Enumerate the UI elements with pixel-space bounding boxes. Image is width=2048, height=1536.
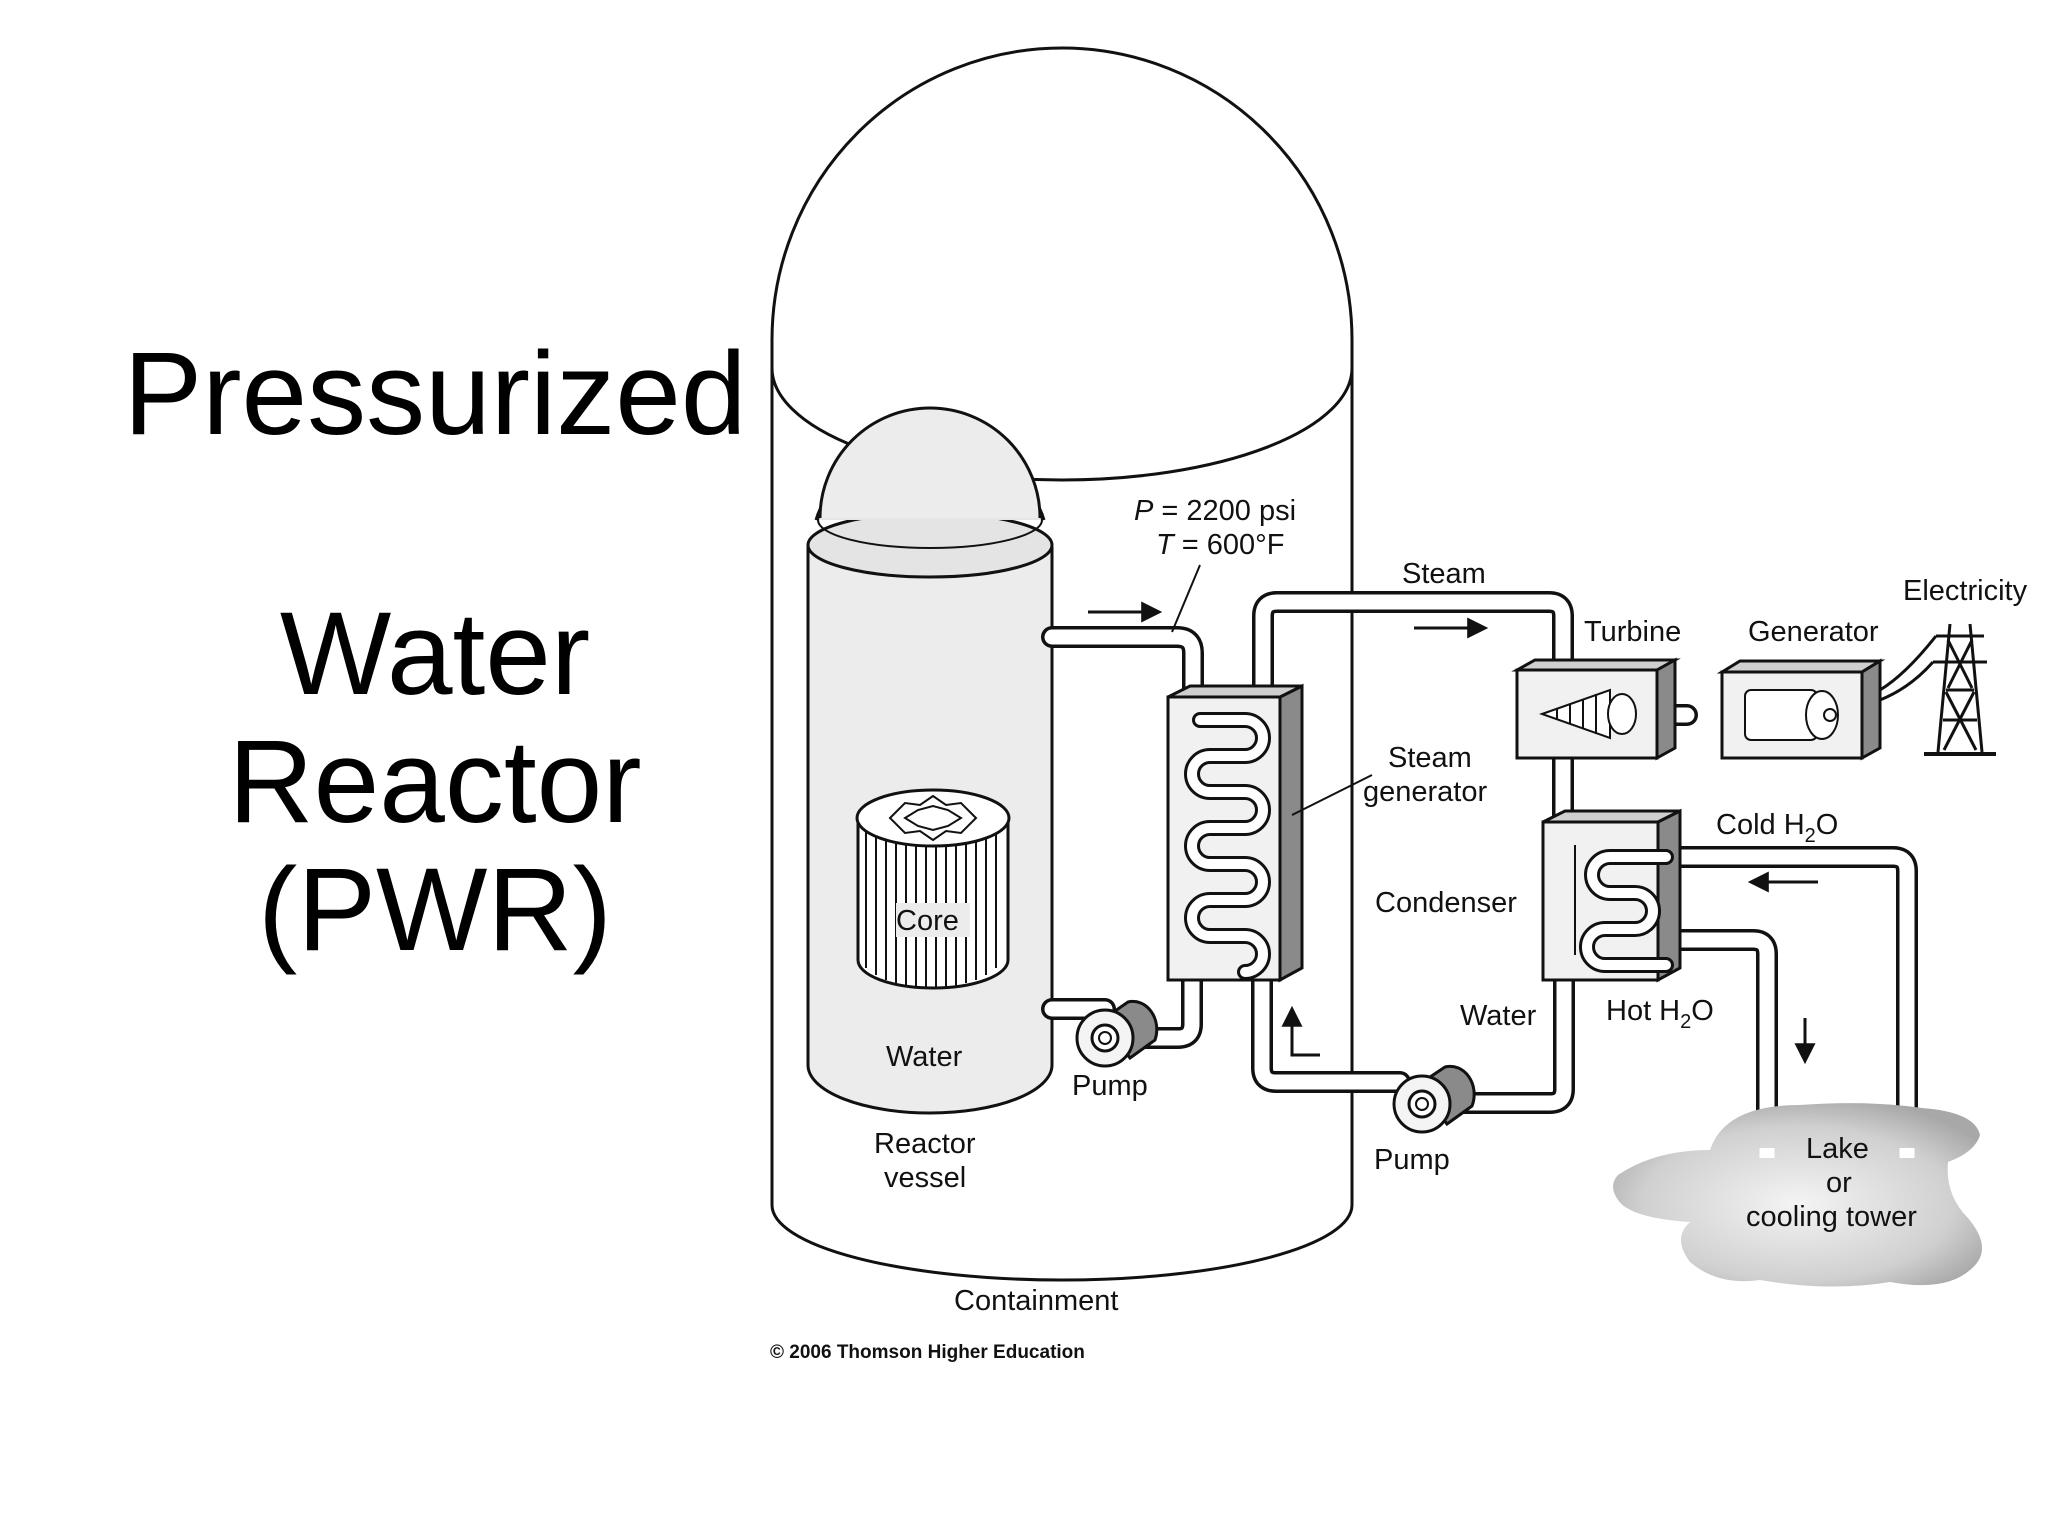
turbine <box>1511 657 1681 761</box>
primary-pump-label: Pump <box>1072 1070 1148 1102</box>
steam-generator <box>1166 683 1304 983</box>
pressure-label: P = 2200 psi <box>1134 495 1296 527</box>
reactor-core <box>855 788 1011 990</box>
steam-generator-leader-line <box>1291 774 1373 816</box>
secondary-water-label: Water <box>1460 1000 1537 1032</box>
cold-water-label: Cold H2O <box>1716 809 1838 847</box>
steam-label: Steam <box>1402 558 1486 590</box>
copyright-notice: © 2006 Thomson Higher Education <box>770 1342 1085 1363</box>
title-line-pwr: (PWR) <box>258 844 612 976</box>
primary-loop-pipes <box>1041 626 1204 1049</box>
title-line-pressurized: Pressurized <box>123 328 747 460</box>
secondary-loop-pipes <box>1251 591 1698 1114</box>
title-line-reactor: Reactor <box>228 716 642 848</box>
lake-cooling-tower <box>1613 1103 1983 1287</box>
condenser-label: Condenser <box>1375 887 1517 919</box>
condenser <box>1541 808 1682 983</box>
pt-leader-line <box>1171 564 1201 633</box>
lake-label-line2: or <box>1826 1167 1852 1199</box>
lake-label-line3: cooling tower <box>1746 1201 1917 1233</box>
containment-label: Containment <box>954 1285 1118 1317</box>
generator <box>1716 658 1886 761</box>
hot-water-label: Hot H2O <box>1606 995 1714 1033</box>
cooling-water-pipes <box>1662 846 1918 1164</box>
electricity-label: Electricity <box>1903 575 2028 607</box>
reactor-water-label: Water <box>886 1041 963 1073</box>
title-line-water: Water <box>279 588 591 720</box>
generator-label: Generator <box>1748 616 1879 648</box>
core-label: Core <box>896 905 959 937</box>
reactor-vessel-label-line1: Reactor <box>874 1128 976 1160</box>
flow-arrows <box>1088 601 1818 1065</box>
secondary-pump-label: Pump <box>1374 1144 1450 1176</box>
primary-pump <box>1075 999 1159 1068</box>
turbine-label: Turbine <box>1584 616 1681 648</box>
lake-label-line1: Lake <box>1806 1133 1869 1165</box>
secondary-pump <box>1392 1064 1476 1134</box>
steam-generator-label-line2: generator <box>1363 776 1487 808</box>
reactor-vessel <box>806 406 1054 1115</box>
reactor-vessel-label-line2: vessel <box>884 1162 966 1194</box>
transmission-tower-icon <box>1879 623 1996 756</box>
temperature-label: T = 600°F <box>1156 529 1284 561</box>
steam-generator-label-line1: Steam <box>1388 742 1472 774</box>
